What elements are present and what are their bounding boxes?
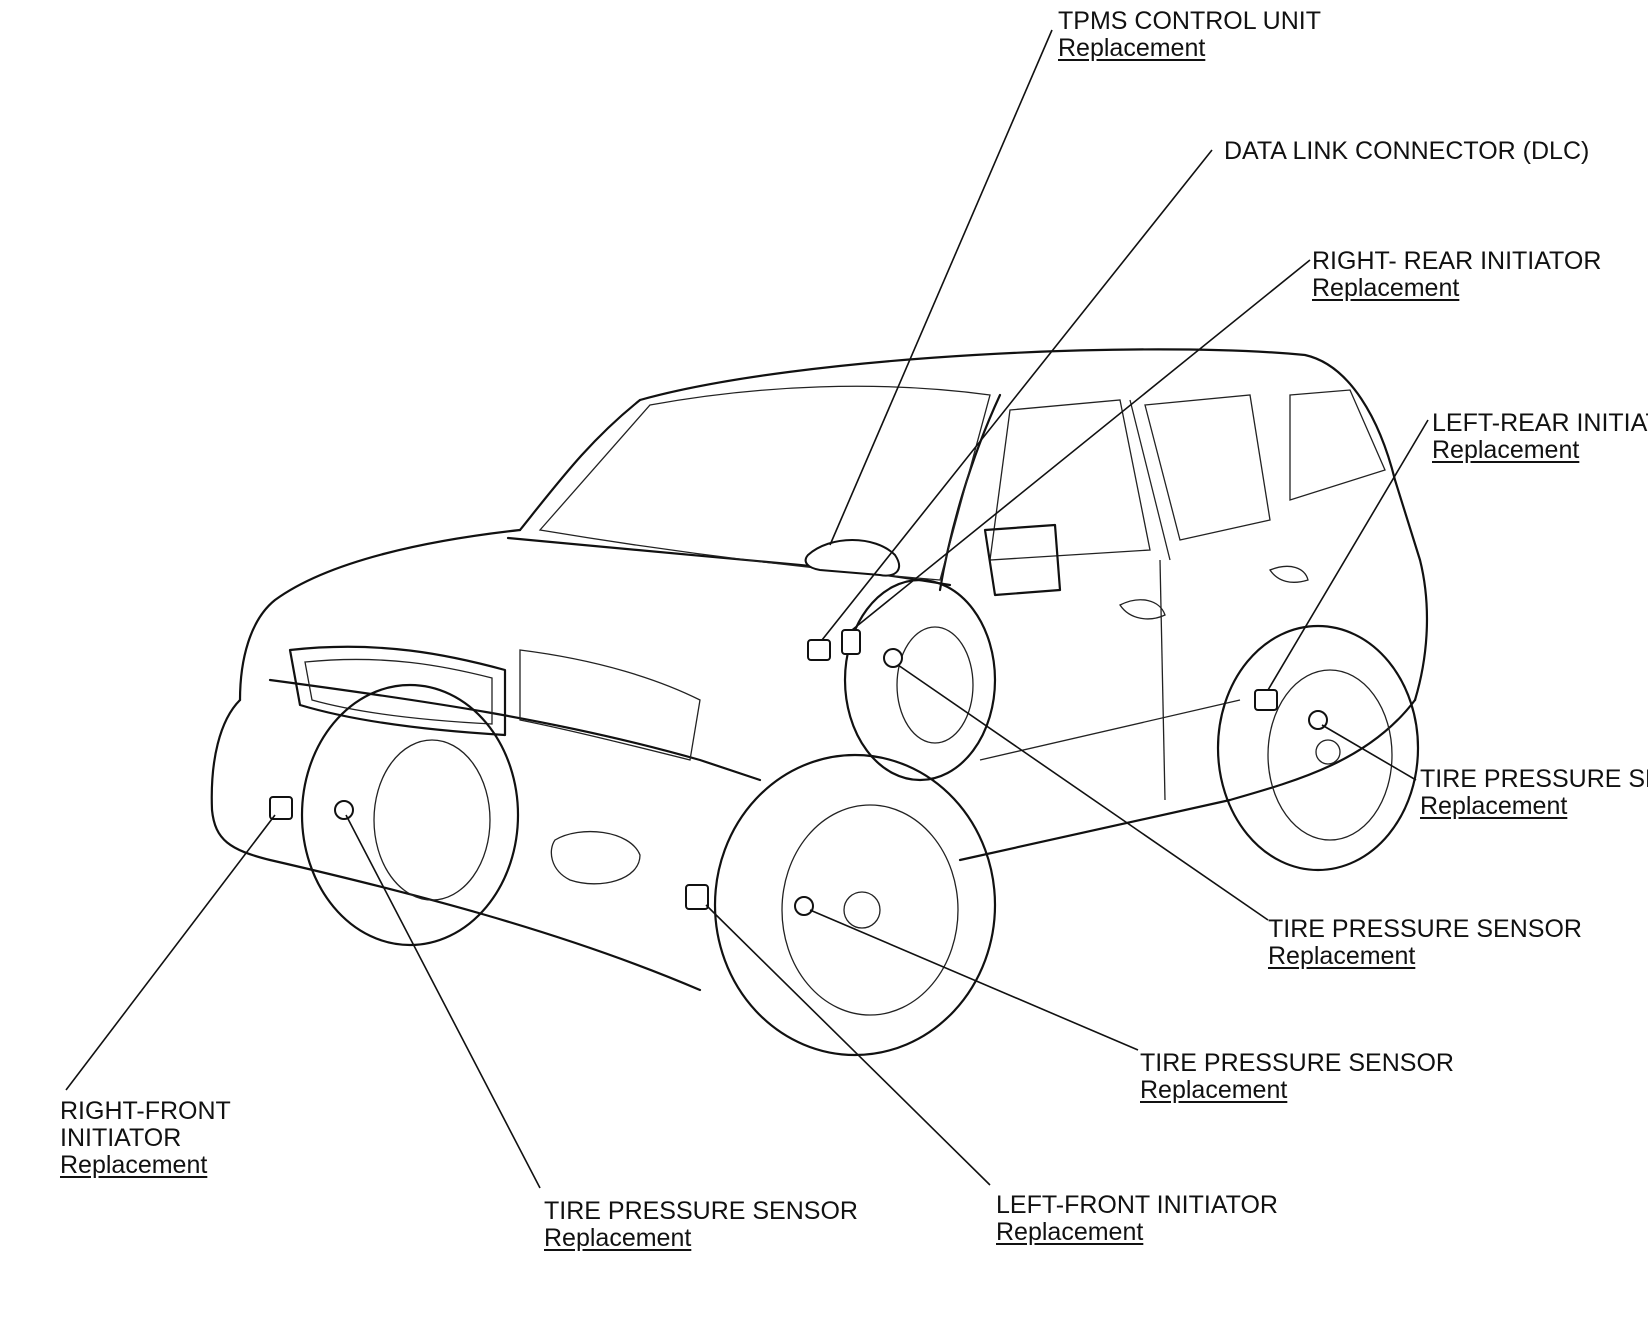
callout-tire-sensor-rear-right: TIRE PRESSURE SENSOR Replacement [1420,766,1648,820]
right-front-initiator-part[interactable] [269,796,293,820]
wheel-front-left [713,753,997,1057]
wheel-front-right [300,683,520,947]
leader-sensor-front-right [345,814,541,1189]
tire-sensor-rear-right-part[interactable] [883,648,903,668]
left-rear-initiator-part[interactable] [1254,689,1278,711]
left-front-initiator-label: LEFT-FRONT INITIATOR [996,1191,1278,1219]
right-front-initiator-replacement-link[interactable]: Replacement [60,1151,208,1179]
dlc-part[interactable] [807,639,831,661]
leader-sensor-front-left [809,909,1139,1051]
wheel-rear-right [843,578,997,782]
leader-left-front-initiator [705,904,991,1186]
tpms-control-unit-part[interactable] [804,539,900,577]
left-front-initiator-part[interactable] [685,884,709,910]
left-front-initiator-replacement-link[interactable]: Replacement [996,1218,1144,1246]
leader-lines [65,29,1429,1189]
callout-right-front-initiator: RIGHT-FRONT INITIATOR Replacement [60,1098,231,1179]
dlc-label: DATA LINK CONNECTOR (DLC) [1224,137,1590,165]
tire-sensor-rear-right-replacement-link[interactable]: Replacement [1420,792,1568,820]
leader-sensor-rear-left [1321,724,1417,781]
tire-sensor-front-right-replacement-link[interactable]: Replacement [544,1224,692,1252]
tire-sensor-front-left-part[interactable] [794,896,814,916]
callout-tire-sensor-mid: TIRE PRESSURE SENSOR Replacement [1268,916,1582,970]
tire-sensor-front-left-label: TIRE PRESSURE SENSOR [1140,1049,1454,1077]
callout-dlc: DATA LINK CONNECTOR (DLC) [1224,138,1589,165]
leader-dlc [821,149,1213,641]
tire-sensor-front-left-replacement-link[interactable]: Replacement [1140,1076,1288,1104]
tire-sensor-front-right-part[interactable] [334,800,354,820]
callout-left-front-initiator: LEFT-FRONT INITIATOR Replacement [996,1192,1278,1246]
right-front-initiator-label-line1: RIGHT-FRONT [60,1097,231,1125]
right-rear-initiator-label: RIGHT- REAR INITIATOR [1312,247,1602,275]
tire-sensor-front-right-label: TIRE PRESSURE SENSOR [544,1197,858,1225]
leader-sensor-rear-right [897,664,1269,921]
right-rear-initiator-part[interactable] [841,629,861,655]
callout-right-rear-initiator: RIGHT- REAR INITIATOR Replacement [1312,248,1601,302]
callout-tpms-control-unit: TPMS CONTROL UNIT Replacement [1058,8,1321,62]
tire-sensor-rear-right-label: TIRE PRESSURE SENSOR [1420,766,1648,793]
left-rear-initiator-label: LEFT-REAR INITIATOR [1432,410,1648,437]
wheel-rear-left [1216,624,1420,872]
left-rear-initiator-replacement-link[interactable]: Replacement [1432,436,1580,464]
leader-right-front-initiator [65,814,276,1091]
tpms-control-unit-label: TPMS CONTROL UNIT [1058,7,1321,35]
right-rear-initiator-replacement-link[interactable]: Replacement [1312,274,1460,302]
tire-sensor-mid-replacement-link[interactable]: Replacement [1268,942,1416,970]
tire-sensor-mid-label: TIRE PRESSURE SENSOR [1268,915,1582,943]
leader-left-rear-initiator [1267,419,1429,691]
leader-tpms [829,29,1053,546]
callout-left-rear-initiator: LEFT-REAR INITIATOR Replacement [1432,410,1648,464]
callout-tire-sensor-front-right: TIRE PRESSURE SENSOR Replacement [544,1198,858,1252]
tpms-control-unit-replacement-link[interactable]: Replacement [1058,34,1206,62]
right-front-initiator-label-line2: INITIATOR [60,1124,182,1152]
leader-right-rear-initiator [851,259,1311,631]
vehicle-outline [210,348,1429,992]
callout-tire-sensor-front-left: TIRE PRESSURE SENSOR Replacement [1140,1050,1454,1104]
